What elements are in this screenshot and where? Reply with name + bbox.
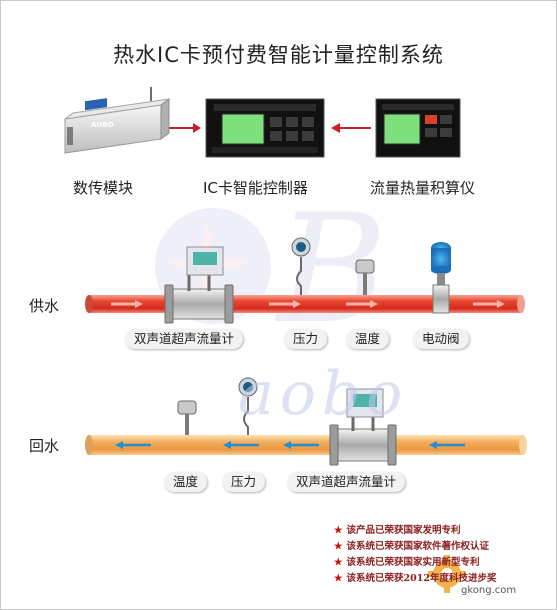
watermark-letters: aobo [238,359,409,429]
supply-pipe [85,295,525,313]
star-icon: ★ [334,541,343,552]
diagram-title: 热水IC卡预付费智能计量控制系统 [113,43,444,67]
flow-arrow [346,300,378,308]
award-note: ★该系统已荣获2012年度科技进步奖 [334,573,497,584]
supply-flowmeter-pill: 双声道超声流量计 [125,329,244,349]
flow-arrow [223,441,259,449]
return-label: 回水 [29,437,60,455]
supply-flow-arrows [111,300,505,308]
return-pressure-pill: 压力 [222,472,266,492]
controller-label: IC卡智能控制器 [203,179,308,197]
modem-label: 数传模块 [73,179,134,197]
award-note: ★该系统已荣获国家软件著作权认证 [334,541,490,552]
return-flow-arrows [115,441,465,449]
flow-arrow [473,300,505,308]
return-flowmeter-pill: 双声道超声流量计 [287,472,406,492]
supply-temperature-sensor [355,259,375,295]
award-notes: ★该产品已荣获国家发明专利 ★该系统已荣获国家软件著作权认证 ★该系统已荣获国家… [334,523,496,587]
link-arrow-calculator-controller [331,123,371,133]
supply-ultrasonic-flowmeter [164,246,234,324]
calculator-device [375,98,461,158]
flow-arrow [429,441,465,449]
watermark-gear-icon [428,555,466,593]
supply-pressure-pill: 压力 [284,329,328,349]
return-temperature-sensor [177,400,197,435]
supply-temperature-pill: 温度 [346,329,390,349]
star-icon: ★ [334,525,343,536]
modem-device [64,87,170,154]
flow-arrow [111,300,143,308]
controller-device [205,98,325,158]
star-icon: ★ [334,573,343,584]
supply-label: 供水 [29,297,60,315]
flow-arrow [115,441,151,449]
flow-arrow [283,441,319,449]
calculator-label: 流量热量积算仪 [370,179,476,197]
return-pressure-sensor [238,377,258,435]
award-note: ★该系统已荣获国家实用新型专利 [334,557,480,568]
return-temperature-pill: 温度 [164,472,208,492]
supply-valve-pill: 电动阀 [413,329,469,349]
return-ultrasonic-flowmeter [329,388,397,466]
star-icon: ★ [334,557,343,568]
award-note: ★该产品已荣获国家发明专利 [334,525,461,536]
supply-pressure-sensor [291,237,311,295]
watermark-site: gkong.com [461,585,517,596]
modem-brand: AOBO [91,121,114,129]
supply-electric-valve [431,242,451,314]
flow-arrow [269,300,301,308]
